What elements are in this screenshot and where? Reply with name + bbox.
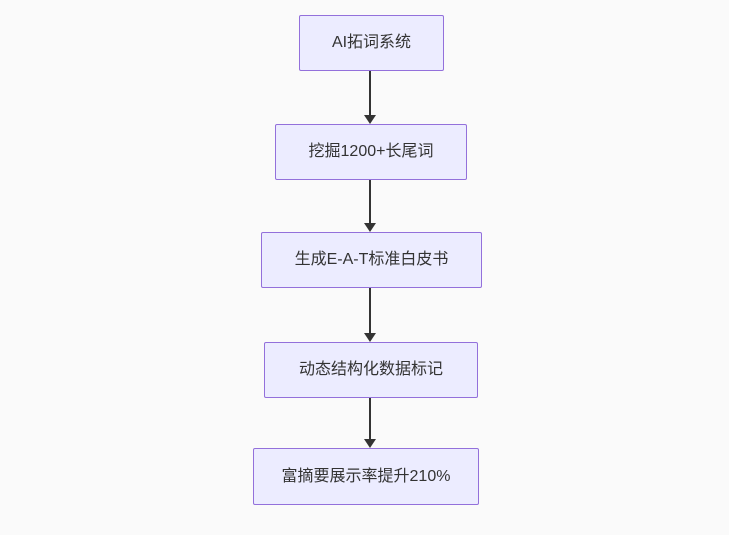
flow-edge-1 [364,71,376,124]
arrowhead-down-icon [364,333,376,342]
flow-node-label: 富摘要展示率提升210% [281,467,451,485]
arrow-line [369,71,371,117]
flow-node-ai-keyword-system: AI拓词系统 [299,15,444,71]
flow-edge-2 [364,180,376,232]
flow-node-longtail-mining: 挖掘1200+长尾词 [275,124,467,180]
arrow-line [369,180,371,225]
flow-edge-4 [364,398,376,448]
arrow-line [369,288,371,335]
flow-node-eat-whitepaper: 生成E-A-T标准白皮书 [261,232,482,288]
flow-edge-3 [364,288,376,342]
flow-node-label: 动态结构化数据标记 [298,361,443,379]
flow-node-rich-snippet-result: 富摘要展示率提升210% [253,448,479,505]
arrowhead-down-icon [364,115,376,124]
arrowhead-down-icon [364,223,376,232]
flow-node-label: 生成E-A-T标准白皮书 [294,251,449,269]
flow-node-structured-data-markup: 动态结构化数据标记 [264,342,478,398]
flow-node-label: AI拓词系统 [331,34,412,52]
flow-node-label: 挖掘1200+长尾词 [308,143,434,161]
arrowhead-down-icon [364,439,376,448]
arrow-line [369,398,371,441]
